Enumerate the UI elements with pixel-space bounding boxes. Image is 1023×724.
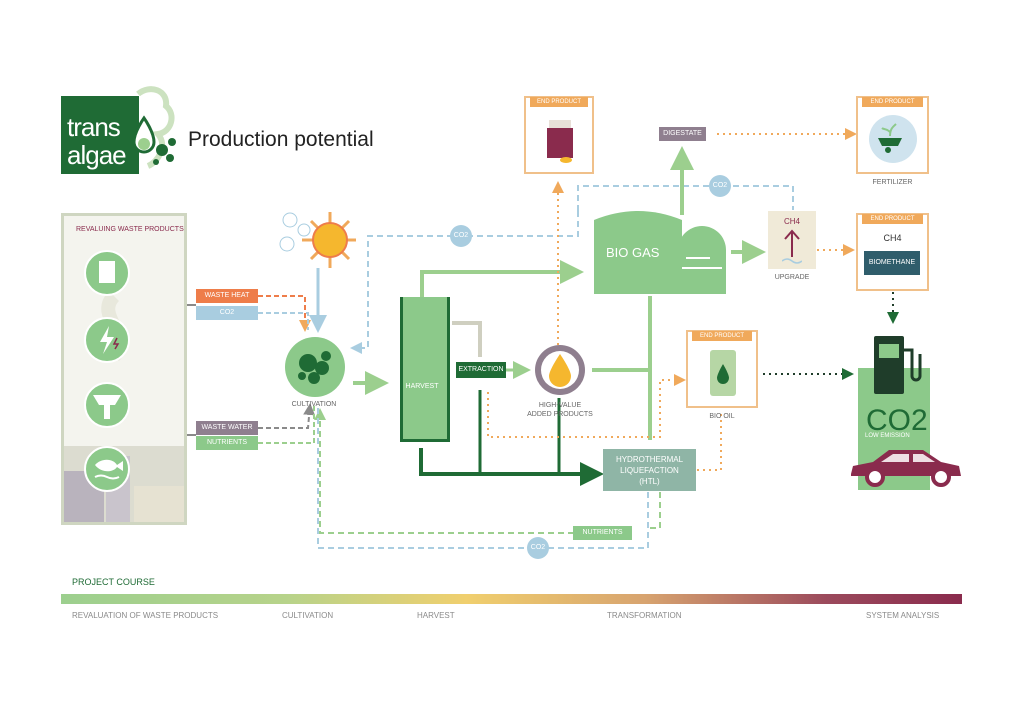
fuel-pump-icon: [874, 336, 922, 394]
biomethane-label: BIOMETHANE: [864, 251, 920, 275]
biomethane-ch4-label: CH4: [883, 233, 902, 243]
co2-bubble: CO2: [709, 175, 731, 197]
course-stage-label: CULTIVATION: [282, 611, 334, 620]
logo-text-line2: algae: [67, 140, 127, 170]
algae-drop-icon: [132, 86, 176, 169]
fertilizer-label: FERTILIZER: [872, 179, 913, 186]
oil-drop-icon: [535, 345, 585, 395]
htl-label-3: (HTL): [639, 477, 660, 486]
cultivation-label: CULTIVATION: [291, 401, 337, 408]
car-icon: [851, 450, 961, 487]
co2-big-label: CO2: [866, 404, 928, 437]
upgrade-box: CH4: [768, 211, 816, 269]
paper-icon: [84, 250, 130, 296]
lightning-icon: [84, 317, 130, 363]
high-value-label-1: HIGH-VALUE: [538, 402, 582, 409]
htl-label-1: HYDROTHERMAL: [615, 455, 684, 464]
ch4-label: CH4: [783, 217, 800, 226]
project-course-title: PROJECT COURSE: [72, 577, 155, 587]
digestate-box: DIGESTATE: [659, 127, 706, 141]
fish-icon: [84, 446, 130, 492]
oil-barrel-icon: [710, 350, 736, 396]
co2-tag: CO2: [196, 306, 258, 320]
wheelbarrow-icon: [869, 115, 917, 163]
waste-heat-tag: WASTE HEAT: [196, 289, 258, 303]
htl-label-2: LIQUEFACTION: [620, 466, 679, 475]
supplement-jar-icon: [547, 120, 573, 163]
harvest-tank: [400, 297, 450, 442]
biogas-digester-icon: [594, 211, 726, 294]
end-product-bio-oil: [686, 330, 758, 408]
end-product-tag: END PRODUCT: [692, 331, 752, 341]
waste-water-tag: WASTE WATER: [196, 421, 258, 435]
sun-icon: [279, 212, 356, 268]
high-value-label-2: ADDED PRODUCTS: [527, 411, 593, 418]
nutrients-tag: NUTRIENTS: [196, 436, 258, 450]
co2-bubble: CO2: [527, 537, 549, 559]
upgrade-label: UPGRADE: [774, 274, 810, 281]
htl-box: HYDROTHERMAL LIQUEFACTION (HTL): [603, 449, 696, 491]
end-product-tag: END PRODUCT: [862, 214, 923, 224]
extraction-box: EXTRACTION: [456, 362, 506, 378]
factory-icon: [84, 382, 130, 428]
end-product-fertilizer: [856, 96, 929, 174]
course-stage-label: TRANSFORMATION: [607, 611, 682, 620]
project-course-bar: [61, 594, 962, 604]
co2-bubble: CO2: [450, 225, 472, 247]
end-product-tag: END PRODUCT: [530, 97, 588, 107]
logo-text-line1: trans: [67, 112, 121, 142]
biogas-label: BIO GAS: [606, 245, 660, 260]
cultivation-icon: [285, 337, 345, 397]
up-arrow-icon: [782, 229, 802, 264]
nutrients-return-tag: NUTRIENTS: [573, 526, 632, 540]
end-product-supplements: [524, 96, 594, 174]
course-stage-label: HARVEST: [417, 611, 455, 620]
end-product-tag: END PRODUCT: [862, 97, 923, 107]
course-stage-label: SYSTEM ANALYSIS: [866, 611, 940, 620]
panel-title: REVALUING WASTE PRODUCTS: [76, 226, 184, 233]
transalgae-logo: trans algae: [61, 96, 139, 174]
bio-oil-label: BIO OIL: [709, 413, 735, 420]
page-title: Production potential: [188, 128, 374, 151]
harvest-label: HARVEST: [405, 383, 439, 390]
course-stage-label: REVALUATION OF WASTE PRODUCTS: [72, 611, 219, 620]
low-emission-label: LOW EMISSION: [865, 433, 910, 439]
